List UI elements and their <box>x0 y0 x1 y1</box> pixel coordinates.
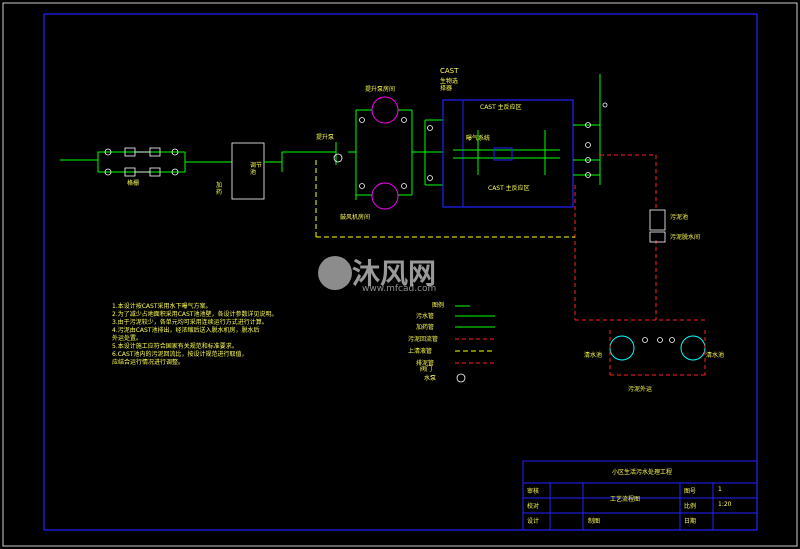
lift-pump <box>333 153 343 163</box>
cast-internal <box>453 130 560 175</box>
watermark-logo <box>318 256 352 290</box>
sludge-line <box>574 154 705 321</box>
tb-value2: 1:20 <box>718 501 732 508</box>
clear-tank-lines <box>609 330 706 376</box>
tb-row2-left: 校对 <box>527 503 540 510</box>
tb-field1: 图号 <box>684 488 697 495</box>
legend-label: 排泥管 <box>416 360 435 367</box>
tb-drawing-title: 工艺流程图 <box>610 496 641 503</box>
grid-screens <box>104 147 179 177</box>
note-line: 2.为了减少占地面积采用CAST池池壁，各设计参数详见说明。 <box>112 311 278 318</box>
tb-row3-left: 设计 <box>527 518 540 525</box>
return-line <box>315 160 575 238</box>
legend-label: 阀门 <box>420 366 433 373</box>
note-line: 应结合运行情况进行调整。 <box>112 359 185 366</box>
label-cast-title: CAST <box>440 67 459 75</box>
label-clear-right: 清水池 <box>706 352 725 359</box>
clear-valves <box>642 337 675 343</box>
label-cast-top: CAST 主反应区 <box>480 104 522 111</box>
cast-tank <box>442 99 574 208</box>
legend-label: 加药管 <box>416 324 435 331</box>
label-grid: 格栅 <box>127 180 140 187</box>
sludge-dewater-box <box>649 231 666 243</box>
clear-tank-left <box>609 335 635 361</box>
label-drainage: 污泥外运 <box>628 386 653 393</box>
note-line: 外运处置。 <box>112 335 143 342</box>
sludge-tank <box>649 209 666 231</box>
watermark-url: www.mfcad.com <box>362 284 437 294</box>
cast-valves <box>585 102 608 178</box>
pre-tank-top <box>371 96 399 124</box>
legend-label: 水泵 <box>424 375 437 382</box>
label-cast-sub: 生物选择器 <box>440 78 459 92</box>
label-aeration: 曝气系统 <box>466 135 491 142</box>
label-dosing: 加药 <box>216 182 223 196</box>
title-block-grid <box>522 460 758 531</box>
note-line: 5.本设计施工应符合国家有关规范和标准要求。 <box>112 343 238 350</box>
label-regulating-tank: 调节池 <box>250 162 263 176</box>
label-cast-bottom: CAST 主反应区 <box>488 185 530 192</box>
watermark-brand: 沐风网 <box>352 257 437 290</box>
tb-value1: 1 <box>718 486 722 493</box>
label-clear-left: 清水池 <box>584 352 603 359</box>
label-pre-tank-bottom: 鼓风机房间 <box>340 214 371 221</box>
inner-frame <box>43 13 758 531</box>
label-lift-pump: 提升泵 <box>316 134 335 141</box>
tb-row1-left: 审核 <box>527 488 540 495</box>
legend-label: 污泥回流管 <box>408 336 439 343</box>
tb-field3: 日期 <box>684 518 697 525</box>
pre-valves <box>359 117 433 189</box>
legend-pump-symbol <box>456 373 466 383</box>
legend-lines <box>455 305 495 364</box>
pre-tank-bottom <box>371 182 399 210</box>
note-line: 3.由于污泥较少，各单元均可采用连续运行方式进行计算。 <box>112 319 268 326</box>
label-sludge-dewater: 污泥脱水间 <box>670 234 701 241</box>
inlet-line <box>60 151 232 173</box>
tb-field2: 比例 <box>684 503 697 510</box>
legend-title: 图例 <box>432 302 445 309</box>
pre-tank-lines <box>348 109 443 200</box>
legend-label: 上清液管 <box>408 348 433 355</box>
label-sludge-tank: 污泥池 <box>670 214 689 221</box>
label-pre-tank-top: 提升泵房间 <box>365 86 396 93</box>
cast-outlet <box>573 74 601 185</box>
tb-row3-mid: 制图 <box>588 518 601 525</box>
note-line: 6.CAST池内的污泥回流比，按设计规范进行取值， <box>112 351 248 358</box>
clear-tank-right <box>680 335 706 361</box>
legend-label: 污水管 <box>416 313 435 320</box>
design-notes: 1.本设计按CAST采用水下曝气方案。 2.为了减少占地面积采用CAST池池壁，… <box>112 303 278 367</box>
note-line: 4.污泥由CAST池排出，经浓缩后送入脱水机房，脱水后 <box>112 327 260 334</box>
note-line: 1.本设计按CAST采用水下曝气方案。 <box>112 303 212 310</box>
regulating-tank <box>231 142 265 200</box>
tb-project: 小区生活污水处理工程 <box>612 469 673 476</box>
aeration-unit <box>493 147 513 161</box>
tank-to-pump-line <box>264 142 337 172</box>
